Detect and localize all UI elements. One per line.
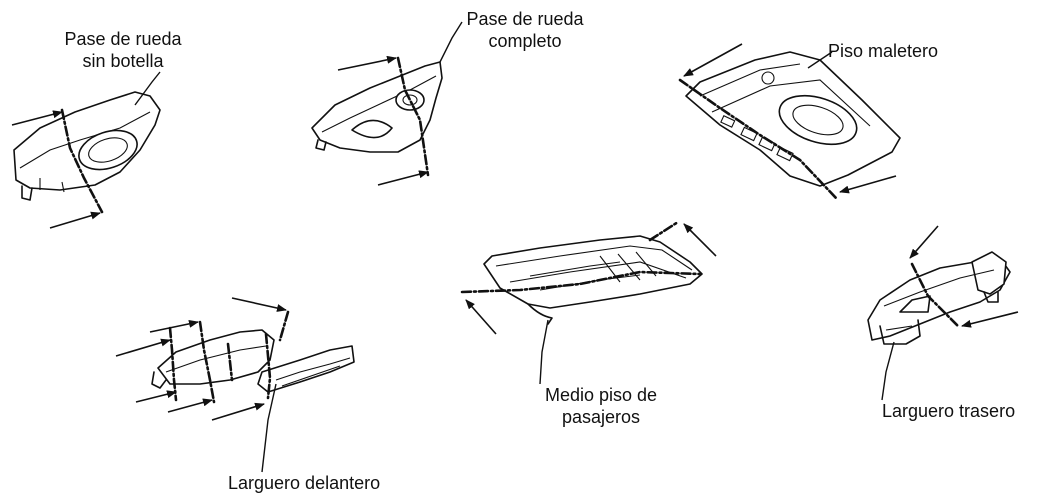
cut-arrow-icon [465, 299, 497, 335]
label-line: Medio piso de [544, 385, 658, 405]
cut-arrow-icon [11, 110, 63, 126]
cut-arrow-icon [909, 225, 939, 259]
part-rear-side-member [867, 251, 1011, 401]
cut-arrow-icon [961, 311, 1019, 328]
part-front-side-member [151, 310, 355, 473]
label-pase-completo: Pase de rueda completo [450, 8, 600, 52]
label-medio-piso: Medio piso de pasajeros [526, 384, 676, 428]
part-wheelhouse-complete [311, 21, 463, 177]
cut-arrow-icon [683, 223, 717, 257]
part-middle-passenger-floor [460, 220, 703, 385]
cut-arrow-icon [149, 319, 199, 333]
label-piso-maletero: Piso maletero [828, 41, 939, 61]
cut-arrow-icon [839, 175, 897, 194]
label-larguero-trasero: Larguero trasero [882, 401, 1016, 421]
cut-arrow-icon [49, 211, 101, 229]
label-larguero-delantero: Larguero delantero [228, 473, 381, 493]
label-line: Pase de rueda [466, 9, 584, 29]
cut-arrow-icon [167, 398, 213, 413]
cut-arrow-icon [135, 390, 177, 403]
label-line: Pase de rueda [64, 29, 182, 49]
cut-arrow-icon [377, 170, 429, 186]
part-trunk-floor [678, 51, 901, 200]
part-wheelhouse-no-bottle [13, 71, 161, 214]
label-pase-sin-botella: Pase de rueda sin botella [48, 28, 198, 72]
label-line: completo [488, 31, 562, 51]
cut-arrow-icon [683, 43, 743, 77]
cut-arrow-icon [211, 402, 265, 421]
cut-arrow-icon [115, 338, 171, 357]
label-line: pasajeros [561, 407, 641, 427]
label-line: sin botella [82, 51, 164, 71]
cut-arrow-icon [231, 297, 287, 312]
cut-arrow-icon [337, 55, 397, 71]
